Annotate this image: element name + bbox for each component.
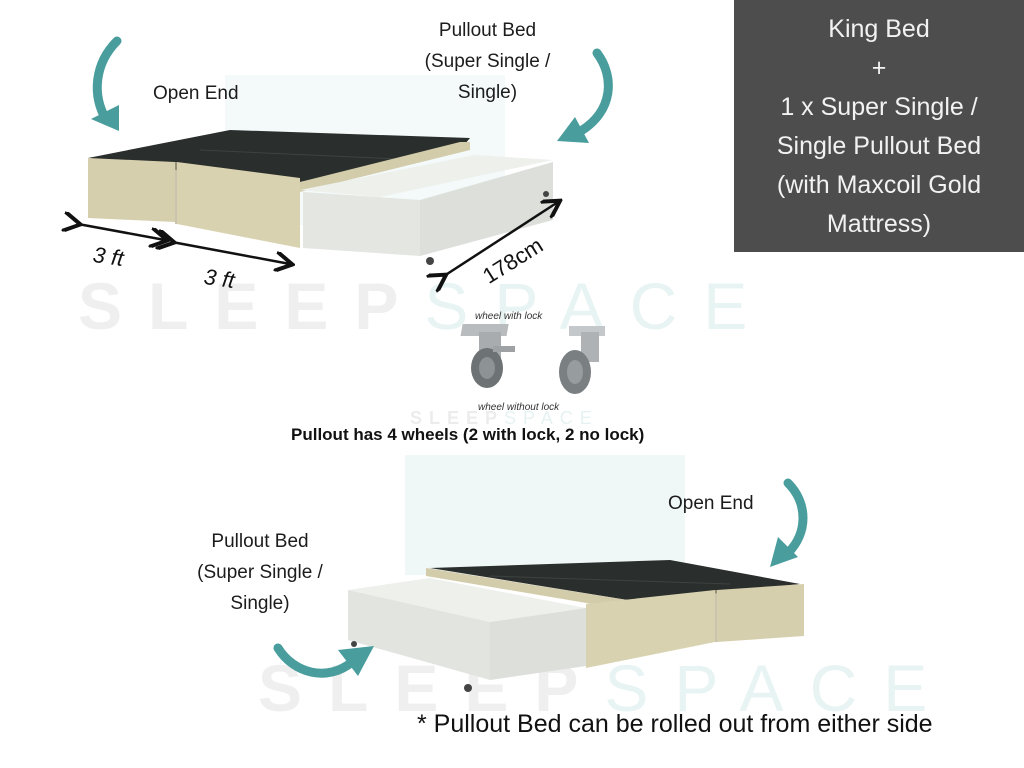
info-line-qty: 1 x Super Single / — [780, 93, 978, 121]
dimension-arrows — [0, 0, 620, 300]
info-line-mattress-end: Mattress) — [826, 210, 932, 238]
curved-arrow-down-right-icon — [557, 48, 613, 143]
footnote: * Pullout Bed can be rolled out from eit… — [417, 710, 933, 738]
dimension-width-left: 3 ft — [91, 241, 126, 272]
watermark-text-small: SLEEPSPACE — [410, 408, 599, 428]
info-line-title: King Bed — [828, 15, 930, 43]
pullout-bed-label-bottom: Pullout Bed (Super Single / Single) — [197, 531, 323, 614]
curved-arrow-right-icon — [273, 643, 374, 678]
product-info-box: King Bed + 1 x Super Single / Single Pul… — [734, 0, 1024, 252]
open-end-label-bottom: Open End — [668, 493, 754, 514]
curved-arrow-down-icon — [770, 478, 808, 567]
open-end-label-top: Open End — [153, 83, 239, 104]
wheel-without-lock-caption: wheel without lock — [478, 402, 560, 413]
pullout-bed-label-top: Pullout Bed (Super Single / Single) — [424, 20, 551, 103]
wheels-summary: Pullout has 4 wheels (2 with lock, 2 no … — [291, 425, 645, 444]
dimension-width-right: 3 ft — [202, 263, 237, 294]
watermark-text-bottom: SLEEPSPACE — [258, 651, 954, 725]
curved-arrow-down-left-icon — [91, 36, 122, 131]
info-line-type: Single Pullout Bed — [776, 132, 982, 160]
watermark-logo-bottom — [405, 455, 685, 575]
bottom-bed-graphic — [348, 560, 804, 692]
info-line-mattress: (with Maxcoil Gold — [776, 171, 982, 199]
wheel-with-lock-caption: wheel with lock — [475, 311, 543, 322]
caster-wheels-photo — [460, 324, 605, 394]
info-line-plus: + — [871, 54, 887, 82]
